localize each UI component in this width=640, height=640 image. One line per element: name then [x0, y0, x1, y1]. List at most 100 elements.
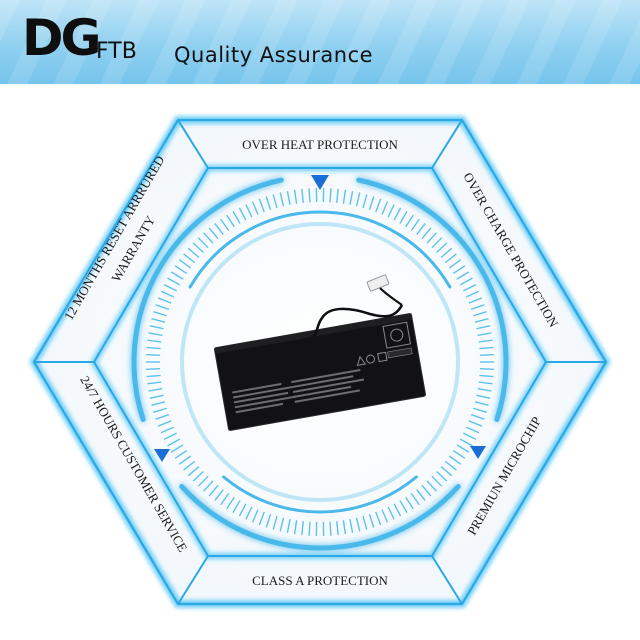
ring-tick	[449, 259, 462, 269]
ring-tick	[440, 466, 453, 477]
ring-tick	[178, 259, 191, 269]
ring-tick	[258, 511, 265, 526]
ring-tick	[336, 188, 339, 203]
ring-tick	[293, 520, 298, 535]
feature-diagram: OVER HEAT PROTECTION CLASS A PROTECTION …	[29, 116, 611, 608]
ring-tick	[472, 311, 487, 317]
header-pattern	[0, 0, 640, 84]
ring-tick	[301, 188, 304, 203]
ring-tick	[459, 438, 473, 447]
ring-tick	[153, 311, 168, 317]
ring-tick	[170, 444, 184, 453]
ring-tick	[329, 188, 332, 203]
ring-tick	[251, 201, 259, 215]
ring-tick	[452, 265, 466, 275]
ring-tick	[465, 290, 480, 298]
ring-tick	[456, 271, 470, 280]
ring-tick	[232, 210, 241, 224]
inner-ring-circle	[180, 222, 460, 502]
ring-tick	[405, 496, 414, 510]
ring-tick	[472, 407, 487, 413]
feature-label-top: OVER HEAT PROTECTION	[242, 137, 398, 152]
ring-tick	[387, 506, 395, 520]
ring-tick	[147, 381, 162, 385]
ring-tick	[452, 449, 466, 459]
ring-tick	[349, 190, 354, 205]
ring-tick	[187, 247, 200, 258]
ring-tick	[410, 218, 420, 232]
ring-tick	[214, 489, 224, 502]
ring-tick	[149, 394, 164, 399]
ring-tick	[238, 207, 247, 221]
ring-tick	[444, 253, 457, 264]
ring-tick	[226, 214, 235, 228]
ring-tick	[251, 509, 259, 523]
ring-tick	[272, 515, 278, 530]
ring-tick	[399, 500, 408, 514]
ring-tick	[146, 354, 161, 356]
pointer-triangle-right	[470, 446, 486, 459]
ring-tick	[148, 387, 163, 392]
ring-tick	[245, 506, 253, 520]
ring-tick	[167, 277, 181, 286]
ring-tick	[416, 222, 426, 235]
ring-tick	[393, 503, 402, 517]
ring-tick	[157, 420, 172, 427]
ring-tick	[431, 475, 443, 487]
inner-arc	[222, 475, 418, 514]
ring-tick	[245, 204, 253, 218]
ring-tick	[238, 503, 247, 517]
ring-tick	[155, 413, 170, 420]
ring-tick	[197, 237, 209, 249]
ring-tick	[381, 509, 389, 523]
ring-tick	[192, 242, 204, 253]
ring-tick	[214, 222, 224, 235]
ring-tick	[178, 455, 191, 465]
pointer-triangle-top	[311, 175, 329, 190]
ring-tick	[470, 304, 485, 311]
ring-tick	[308, 188, 311, 203]
ring-tick	[286, 519, 291, 534]
ring-tick	[149, 325, 164, 330]
ring-tick	[146, 374, 161, 378]
ring-tick	[426, 480, 437, 492]
ring-tick	[431, 237, 443, 249]
inner-arc	[188, 210, 452, 289]
ring-tick	[183, 253, 196, 264]
brand-logo-suffix: FTB	[96, 39, 137, 64]
ring-tick	[462, 284, 477, 292]
ring-tick	[342, 189, 347, 204]
ring-tick	[208, 227, 219, 240]
battery-image	[214, 274, 426, 431]
ring-tick	[478, 381, 493, 385]
ring-tick	[279, 517, 285, 532]
ring-tick	[459, 277, 473, 286]
ring-arc	[356, 177, 509, 422]
ring-tick	[203, 232, 214, 244]
ring-tick	[203, 480, 214, 492]
ring-tick	[349, 519, 354, 534]
feature-label-bottom: CLASS A PROTECTION	[252, 573, 388, 588]
ring-tick	[479, 368, 494, 370]
ring-tick	[160, 426, 175, 434]
ring-tick	[421, 484, 432, 497]
tick-ring	[146, 188, 494, 536]
ring-tick	[308, 521, 311, 536]
ring-tick	[468, 297, 483, 304]
ring-tick	[405, 214, 414, 228]
ring-tick	[479, 354, 494, 356]
ring-tick	[329, 521, 332, 536]
ring-tick	[355, 517, 361, 532]
ring-tick	[436, 242, 448, 253]
ring-tick	[368, 196, 375, 211]
ring-tick	[381, 201, 389, 215]
ring-tick	[153, 407, 168, 413]
ring-tick	[449, 455, 462, 465]
ring-tick	[421, 227, 432, 240]
ring-tick	[301, 521, 304, 536]
ring-arc	[131, 177, 284, 422]
ring-tick	[342, 520, 347, 535]
ring-tick	[375, 198, 382, 213]
ring-tick	[477, 387, 492, 392]
header-banner: DG FTB Quality Assurance	[0, 0, 640, 84]
